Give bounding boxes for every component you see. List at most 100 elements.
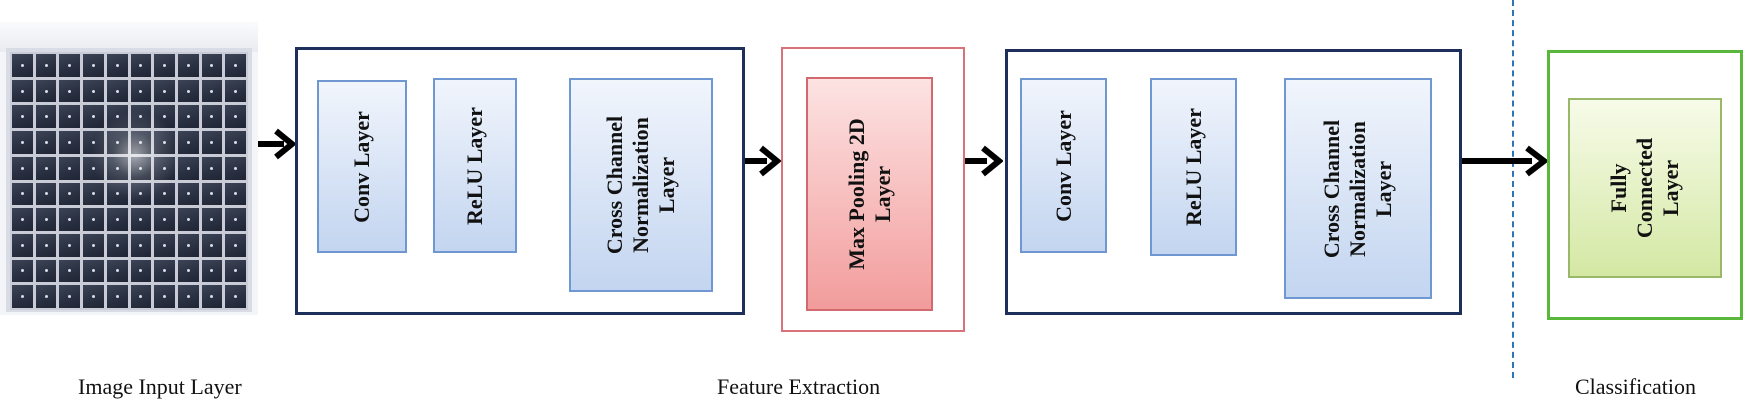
solar-cell: [201, 182, 223, 206]
solar-cell: [177, 131, 199, 154]
solar-cell: [177, 54, 199, 77]
solar-cell: [225, 285, 246, 308]
conv-layer-2-label: Conv Layer: [1050, 109, 1076, 222]
solar-cell: [35, 285, 57, 308]
solar-cell: [12, 156, 33, 180]
solar-cell: [225, 182, 246, 206]
solar-cell: [130, 208, 152, 231]
solar-cell: [83, 285, 104, 308]
solar-cell: [225, 233, 246, 257]
cross-channel-norm-layer-1: Cross Channel Normalization Layer: [569, 78, 713, 292]
solar-cell: [154, 259, 175, 283]
solar-cell: [154, 54, 175, 77]
max-pooling-layer-label: Max Pooling 2D Layer: [843, 118, 895, 270]
max-pooling-layer: Max Pooling 2D Layer: [806, 77, 933, 311]
panel-background: [0, 22, 258, 52]
relu-layer-1: ReLU Layer: [433, 78, 517, 253]
solar-cell: [35, 182, 57, 206]
solar-cell: [130, 285, 152, 308]
solar-cell: [12, 285, 33, 308]
fully-connected-layer-label: Fully Connected Layer: [1606, 137, 1683, 239]
solar-cell: [130, 233, 152, 257]
solar-cell: [35, 131, 57, 154]
arrow-head-4: [1525, 145, 1549, 177]
arrow-block1-to-pool: [745, 158, 767, 164]
solar-cell: [59, 208, 81, 231]
solar-cell: [201, 233, 223, 257]
solar-cell: [59, 233, 81, 257]
solar-cell: [201, 156, 223, 180]
arrow-head-2: [759, 145, 781, 177]
solar-cell: [225, 105, 246, 129]
solar-cell: [59, 54, 81, 77]
cross-channel-norm-layer-2-label: Cross Channel Normalization Layer: [1318, 119, 1396, 258]
arrow-head-1: [274, 128, 296, 160]
classification-caption: Classification: [1575, 374, 1696, 399]
fully-connected-layer: Fully Connected Layer: [1568, 98, 1722, 278]
solar-cell: [12, 54, 33, 77]
solar-cell: [35, 105, 57, 129]
solar-cell: [130, 259, 152, 283]
solar-cell: [59, 259, 81, 283]
solar-cell: [12, 182, 33, 206]
solar-cell: [201, 79, 223, 103]
solar-cell: [83, 233, 104, 257]
solar-cell: [106, 259, 128, 283]
arrow-block2-to-fc: [1462, 158, 1532, 164]
solar-cell: [12, 131, 33, 154]
solar-cell: [177, 156, 199, 180]
solar-cell: [201, 54, 223, 77]
solar-cell: [177, 105, 199, 129]
solar-cell: [83, 208, 104, 231]
solar-cell: [106, 285, 128, 308]
solar-cell: [225, 54, 246, 77]
solar-cell: [59, 79, 81, 103]
solar-cell: [177, 182, 199, 206]
cross-channel-norm-layer-2: Cross Channel Normalization Layer: [1284, 78, 1432, 299]
solar-cell: [225, 79, 246, 103]
solar-cell: [154, 79, 175, 103]
solar-cell: [59, 285, 81, 308]
solar-cell: [225, 156, 246, 180]
relu-layer-2-label: ReLU Layer: [1180, 108, 1206, 226]
solar-cell: [154, 208, 175, 231]
solar-cell: [154, 285, 175, 308]
feature-extraction-caption: Feature Extraction: [717, 374, 881, 399]
solar-cell: [225, 259, 246, 283]
solar-cell: [106, 208, 128, 231]
solar-cell: [83, 259, 104, 283]
panel-glare: [90, 110, 180, 200]
solar-cell: [12, 233, 33, 257]
solar-cell: [12, 79, 33, 103]
solar-cell: [177, 285, 199, 308]
solar-cell: [12, 259, 33, 283]
image-input-caption: Image Input Layer: [78, 374, 242, 399]
arrow-head-3: [981, 145, 1003, 177]
arrow-pool-to-block2: [965, 158, 987, 164]
solar-cell: [154, 233, 175, 257]
solar-cell: [59, 131, 81, 154]
solar-cell: [59, 105, 81, 129]
solar-cell: [83, 79, 104, 103]
solar-cell: [35, 233, 57, 257]
solar-cell: [106, 54, 128, 77]
solar-cell: [35, 208, 57, 231]
solar-cell: [106, 233, 128, 257]
solar-cell: [177, 233, 199, 257]
solar-cell: [106, 79, 128, 103]
relu-layer-2: ReLU Layer: [1150, 78, 1237, 256]
solar-cell: [201, 285, 223, 308]
solar-cell: [35, 259, 57, 283]
relu-layer-1-label: ReLU Layer: [462, 106, 488, 225]
section-divider: [1512, 0, 1514, 378]
solar-cell: [201, 259, 223, 283]
solar-cell: [225, 131, 246, 154]
solar-cell: [130, 79, 152, 103]
solar-cell: [177, 79, 199, 103]
solar-cell: [59, 182, 81, 206]
solar-cell: [59, 156, 81, 180]
solar-cell: [83, 54, 104, 77]
conv-layer-1: Conv Layer: [317, 80, 407, 253]
solar-cell: [12, 208, 33, 231]
solar-cell: [12, 105, 33, 129]
